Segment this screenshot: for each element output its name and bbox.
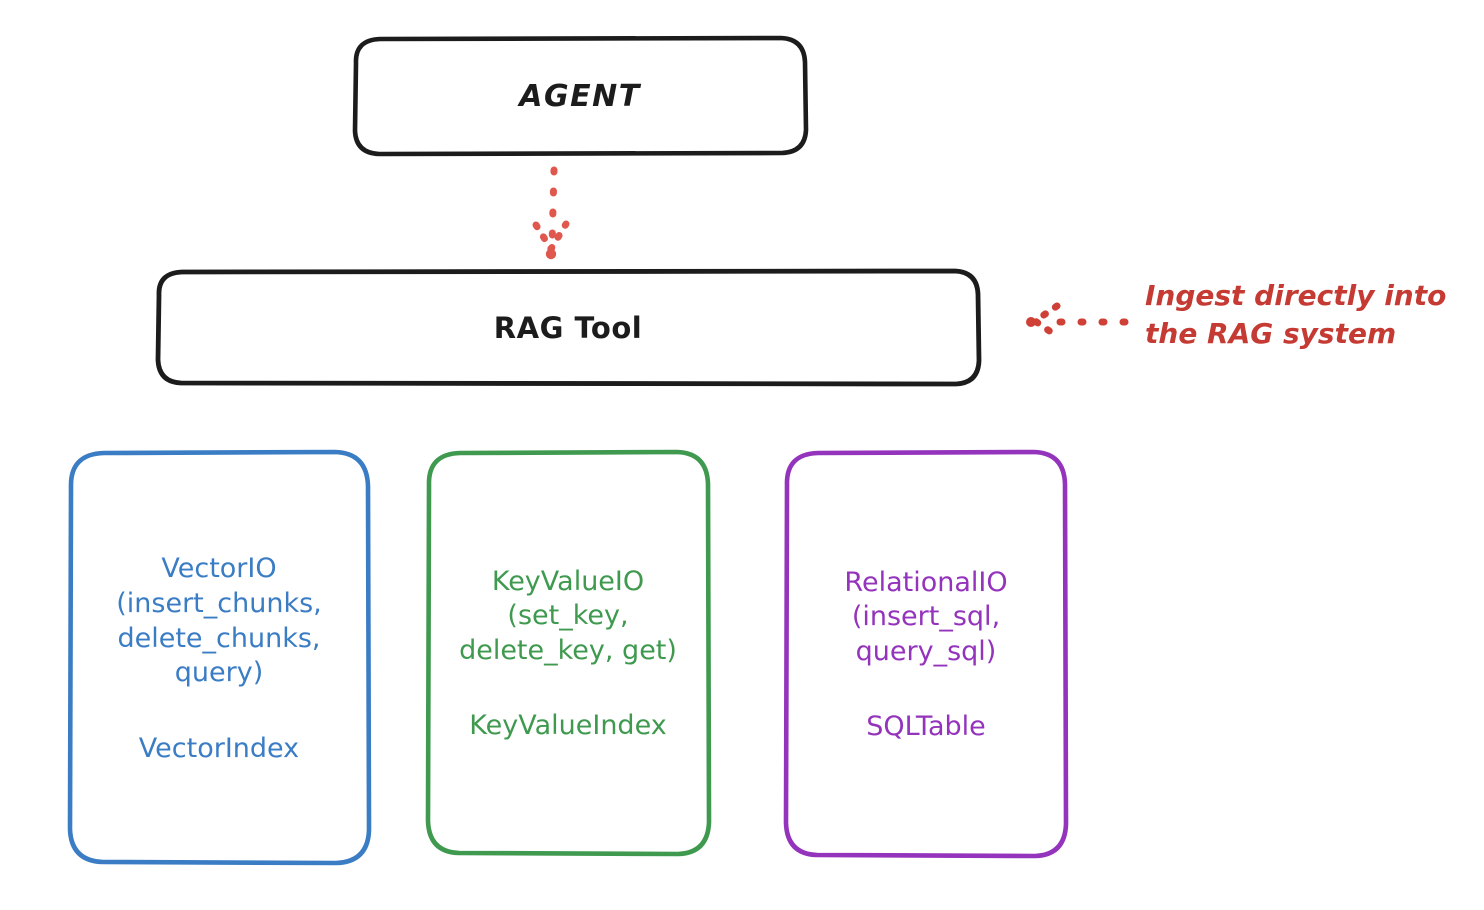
node-relational-io[interactable]: RelationalIO (insert_sql, query_sql) SQL… bbox=[787, 452, 1065, 856]
vector-io-api-label: VectorIO (insert_chunks, delete_chunks, … bbox=[116, 553, 322, 689]
key-value-io-body: KeyValueIO (set_key, delete_key, get) Ke… bbox=[449, 565, 687, 742]
rag-tool-box-outline bbox=[155, 268, 982, 387]
vector-io-box-outline bbox=[67, 449, 372, 866]
key-value-io-api-label: KeyValueIO (set_key, delete_key, get) bbox=[459, 565, 677, 666]
relational-io-api-label: RelationalIO (insert_sql, query_sql) bbox=[844, 566, 1008, 667]
node-rag-tool[interactable]: RAG Tool bbox=[158, 271, 978, 384]
node-vector-io[interactable]: VectorIO (insert_chunks, delete_chunks, … bbox=[70, 452, 368, 864]
key-value-io-box-outline bbox=[425, 449, 712, 857]
vector-io-body: VectorIO (insert_chunks, delete_chunks, … bbox=[106, 552, 331, 763]
ingest-note-annotation: Ingest directly into the RAG system bbox=[1145, 279, 1447, 350]
vector-io-index-label: VectorIndex bbox=[138, 732, 300, 764]
agent-box-outline bbox=[352, 35, 809, 157]
relational-io-index-label: SQLTable bbox=[866, 711, 986, 743]
node-agent[interactable]: AGENT bbox=[355, 38, 805, 154]
agent-label: AGENT bbox=[519, 78, 641, 114]
note-to-rag-connector bbox=[1026, 302, 1129, 341]
rag-tool-label: RAG Tool bbox=[493, 310, 643, 345]
node-key-value-io[interactable]: KeyValueIO (set_key, delete_key, get) Ke… bbox=[428, 452, 708, 854]
key-value-io-index-label: KeyValueIndex bbox=[469, 710, 667, 742]
agent-to-rag-connector bbox=[532, 166, 570, 260]
relational-io-box-outline bbox=[783, 449, 1069, 859]
relational-io-body: RelationalIO (insert_sql, query_sql) SQL… bbox=[834, 566, 1017, 743]
